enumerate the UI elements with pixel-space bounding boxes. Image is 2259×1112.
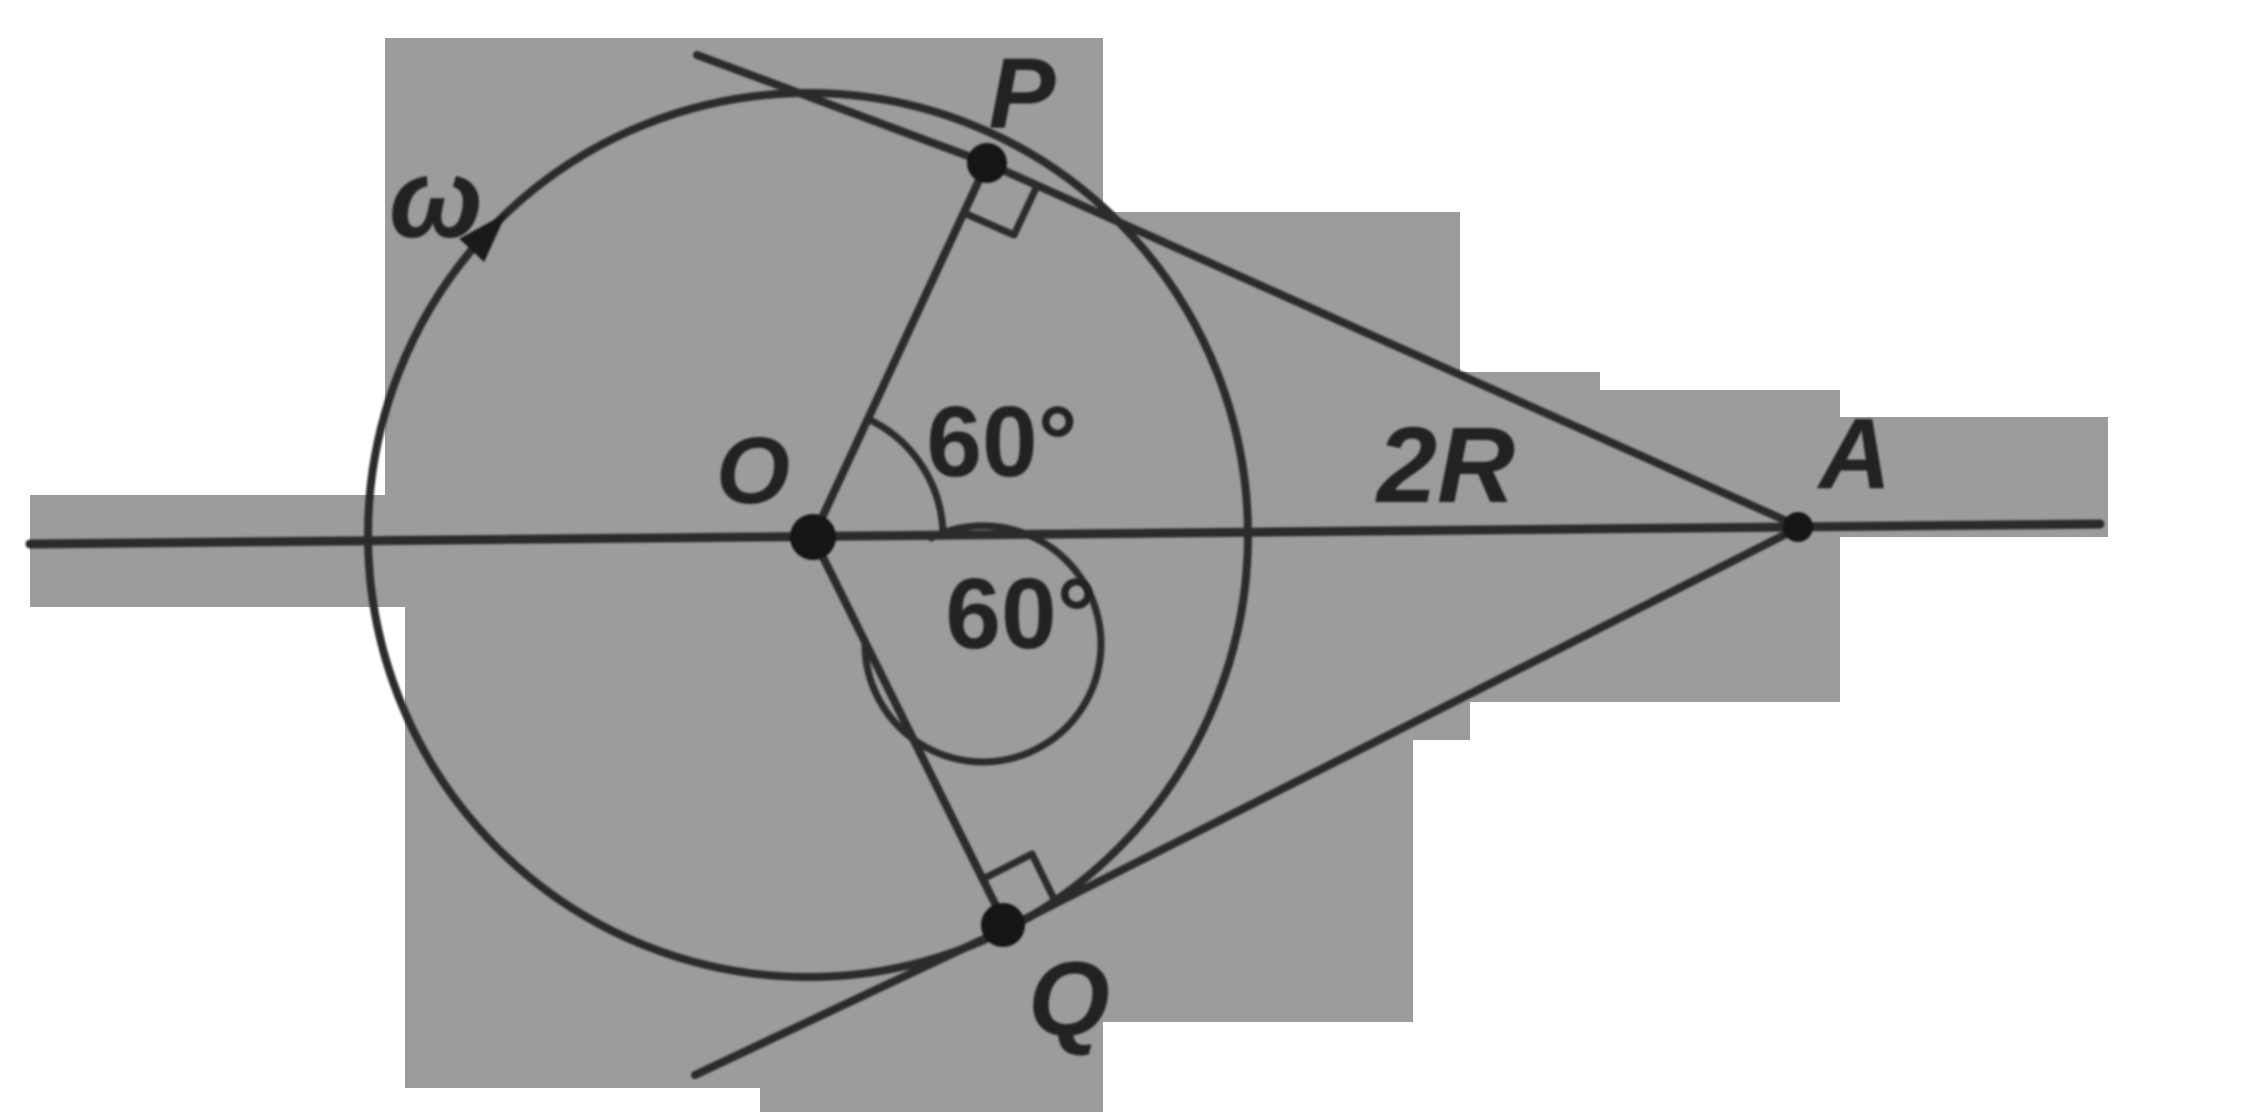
label-point-P: P — [989, 38, 1056, 150]
label-omega: ω — [389, 136, 482, 261]
point-A-dot — [1783, 512, 1813, 542]
radius-OP — [809, 159, 991, 541]
right-angle-mark-Q — [979, 850, 1060, 907]
point-Q-dot — [981, 903, 1025, 947]
label-point-Q: Q — [1028, 941, 1110, 1058]
horizontal-axis-line — [25, 519, 2105, 549]
point-O-dot — [790, 514, 836, 560]
scan-paper-region — [30, 38, 2108, 1112]
angle-arc-top — [864, 415, 947, 540]
right-angle-mark-P — [960, 182, 1041, 239]
label-distance-2R: 2R — [1375, 404, 1515, 525]
rotation-arrow-icon — [459, 213, 507, 262]
angle-arc-bottom — [861, 522, 1105, 766]
point-P-dot — [967, 143, 1007, 183]
label-angle-bottom-60: 60° — [945, 558, 1096, 670]
label-center-O: O — [716, 418, 790, 524]
label-point-A: A — [1816, 398, 1891, 510]
label-angle-top-60: 60° — [926, 386, 1077, 498]
